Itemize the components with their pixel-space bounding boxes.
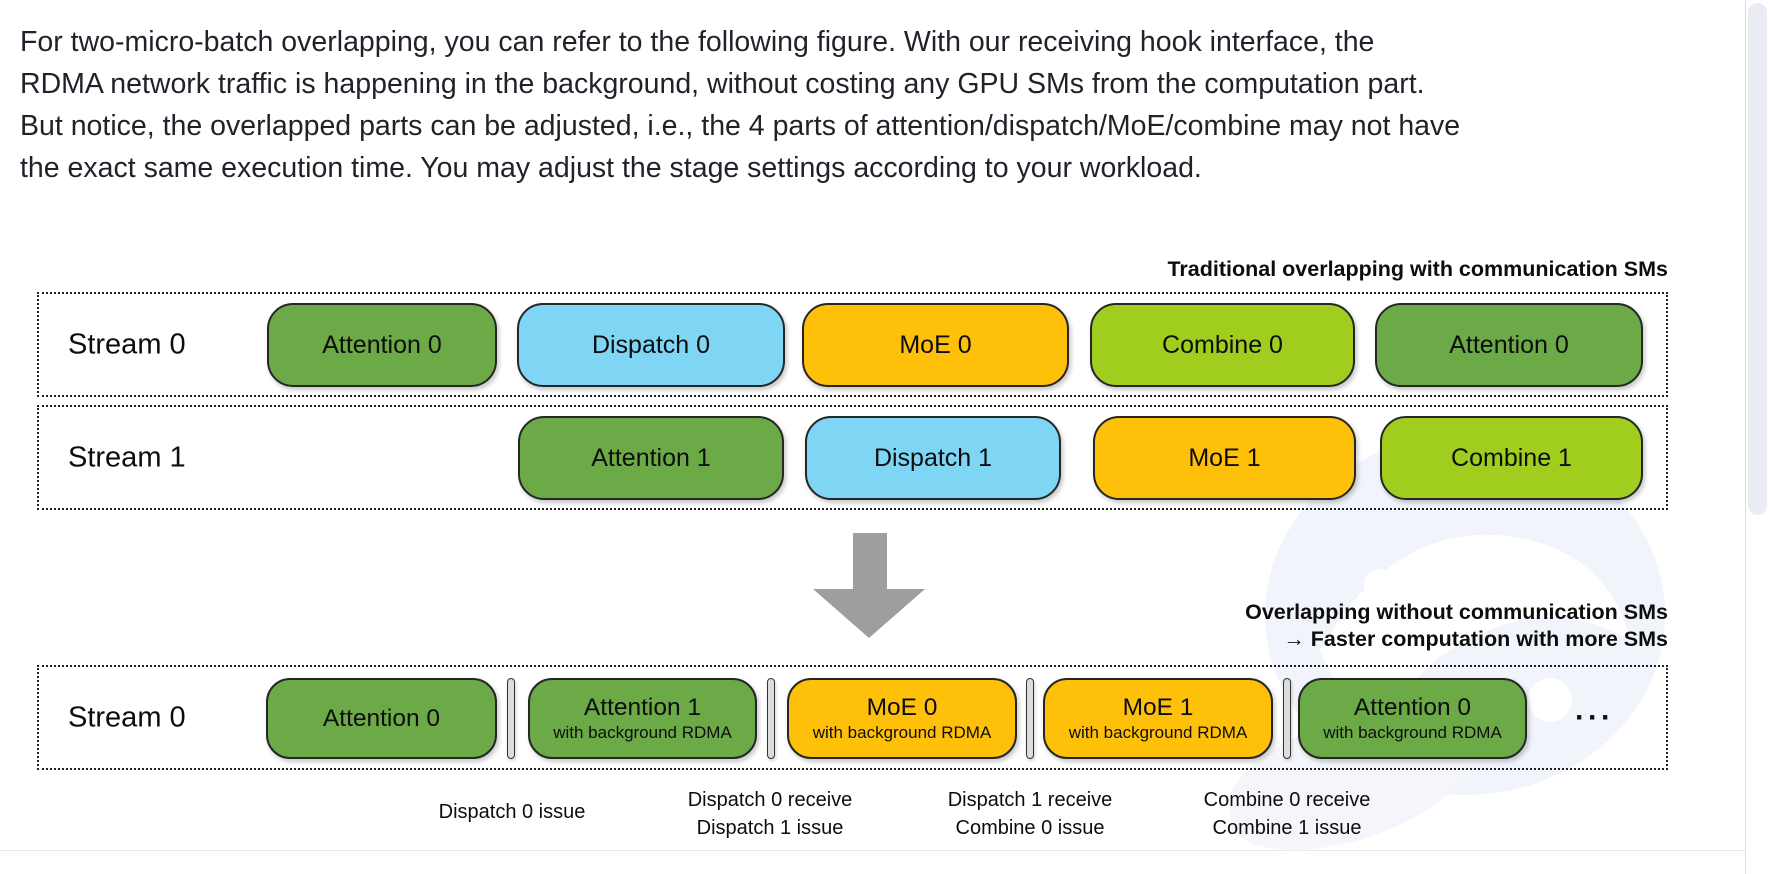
block-sublabel: with background RDMA	[1068, 723, 1248, 742]
stream-label: Stream 0	[68, 701, 186, 733]
caption-line-1: Overlapping without communication SMs	[1245, 600, 1668, 624]
block-label: MoE 1	[1122, 694, 1194, 721]
block-attention-1: Attention 1	[518, 416, 784, 500]
timeline-label-combine0-receive: Combine 0 receive Combine 1 issue	[1167, 786, 1407, 842]
block-moe-1-rdma: MoE 1 with background RDMA	[1043, 678, 1273, 759]
intro-line-3: But notice, the overlapped parts can be …	[20, 110, 1461, 142]
block-label: Attention 1	[583, 694, 702, 721]
block-moe-0-rdma: MoE 0 with background RDMA	[787, 678, 1017, 759]
timeline-line: Dispatch 0 issue	[438, 801, 586, 823]
block-attention-0: Attention 0	[266, 678, 497, 759]
intro-line-4: the exact same execution time. You may a…	[20, 152, 1202, 184]
timeline-label-dispatch0-issue: Dispatch 0 issue	[392, 798, 632, 826]
caption-traditional-overlapping: Traditional overlapping with communicati…	[1167, 257, 1668, 281]
content-right-border	[1745, 0, 1746, 874]
caption-overlapping-without-sms: Overlapping without communication SMs → …	[1245, 599, 1668, 653]
block-attention-0-next: Attention 0	[1375, 303, 1643, 387]
timeline-label-dispatch0-receive: Dispatch 0 receive Dispatch 1 issue	[650, 786, 890, 842]
continuation-ellipsis: ···	[1575, 700, 1614, 734]
block-combine-1: Combine 1	[1380, 416, 1643, 500]
block-combine-0: Combine 0	[1090, 303, 1355, 387]
stage-divider-bar	[1283, 678, 1291, 759]
intro-line-1: For two-micro-batch overlapping, you can…	[20, 26, 1375, 58]
block-sublabel: with background RDMA	[812, 723, 992, 742]
intro-paragraph: For two-micro-batch overlapping, you can…	[20, 21, 1460, 189]
caption-line-2: → Faster computation with more SMs	[1283, 627, 1668, 651]
timeline-label-dispatch1-receive: Dispatch 1 receive Combine 0 issue	[910, 786, 1150, 842]
block-label: Attention 0	[1353, 694, 1472, 721]
timeline-line: Combine 0 issue	[955, 817, 1105, 839]
timeline-line: Dispatch 0 receive	[687, 789, 853, 811]
block-label: Attention 0	[322, 704, 441, 732]
timeline-line: Combine 1 issue	[1212, 817, 1362, 839]
block-dispatch-0: Dispatch 0	[517, 303, 785, 387]
stream-label: Stream 1	[68, 441, 186, 473]
block-moe-1: MoE 1	[1093, 416, 1356, 500]
block-dispatch-1: Dispatch 1	[805, 416, 1061, 500]
block-sublabel: with background RDMA	[553, 723, 732, 742]
timeline-line: Dispatch 1 issue	[696, 817, 844, 839]
down-arrow-icon	[813, 533, 925, 638]
block-moe-0: MoE 0	[802, 303, 1069, 387]
stream-label: Stream 0	[68, 328, 186, 360]
content-bottom-divider	[0, 850, 1745, 851]
intro-line-2: RDMA network traffic is happening in the…	[20, 68, 1425, 100]
stage-divider-bar	[767, 678, 775, 759]
block-label: MoE 0	[866, 694, 938, 721]
stage-divider-bar	[507, 678, 515, 759]
scrollbar-thumb[interactable]	[1748, 3, 1767, 515]
stage-divider-bar	[1026, 678, 1034, 759]
stream-row-hook-overlap: Stream 0 Attention 0 Attention 1 with ba…	[37, 665, 1668, 770]
block-attention-1-rdma: Attention 1 with background RDMA	[528, 678, 757, 759]
timeline-line: Dispatch 1 receive	[947, 789, 1113, 811]
block-sublabel: with background RDMA	[1323, 723, 1502, 742]
block-attention-0: Attention 0	[267, 303, 497, 387]
timeline-line: Combine 0 receive	[1203, 789, 1371, 811]
stream-row-traditional-1: Stream 1 Attention 1 Dispatch 1 MoE 1 Co…	[37, 405, 1668, 510]
stream-row-traditional-0: Stream 0 Attention 0 Dispatch 0 MoE 0 Co…	[37, 292, 1668, 397]
block-attention-0-rdma: Attention 0 with background RDMA	[1298, 678, 1527, 759]
